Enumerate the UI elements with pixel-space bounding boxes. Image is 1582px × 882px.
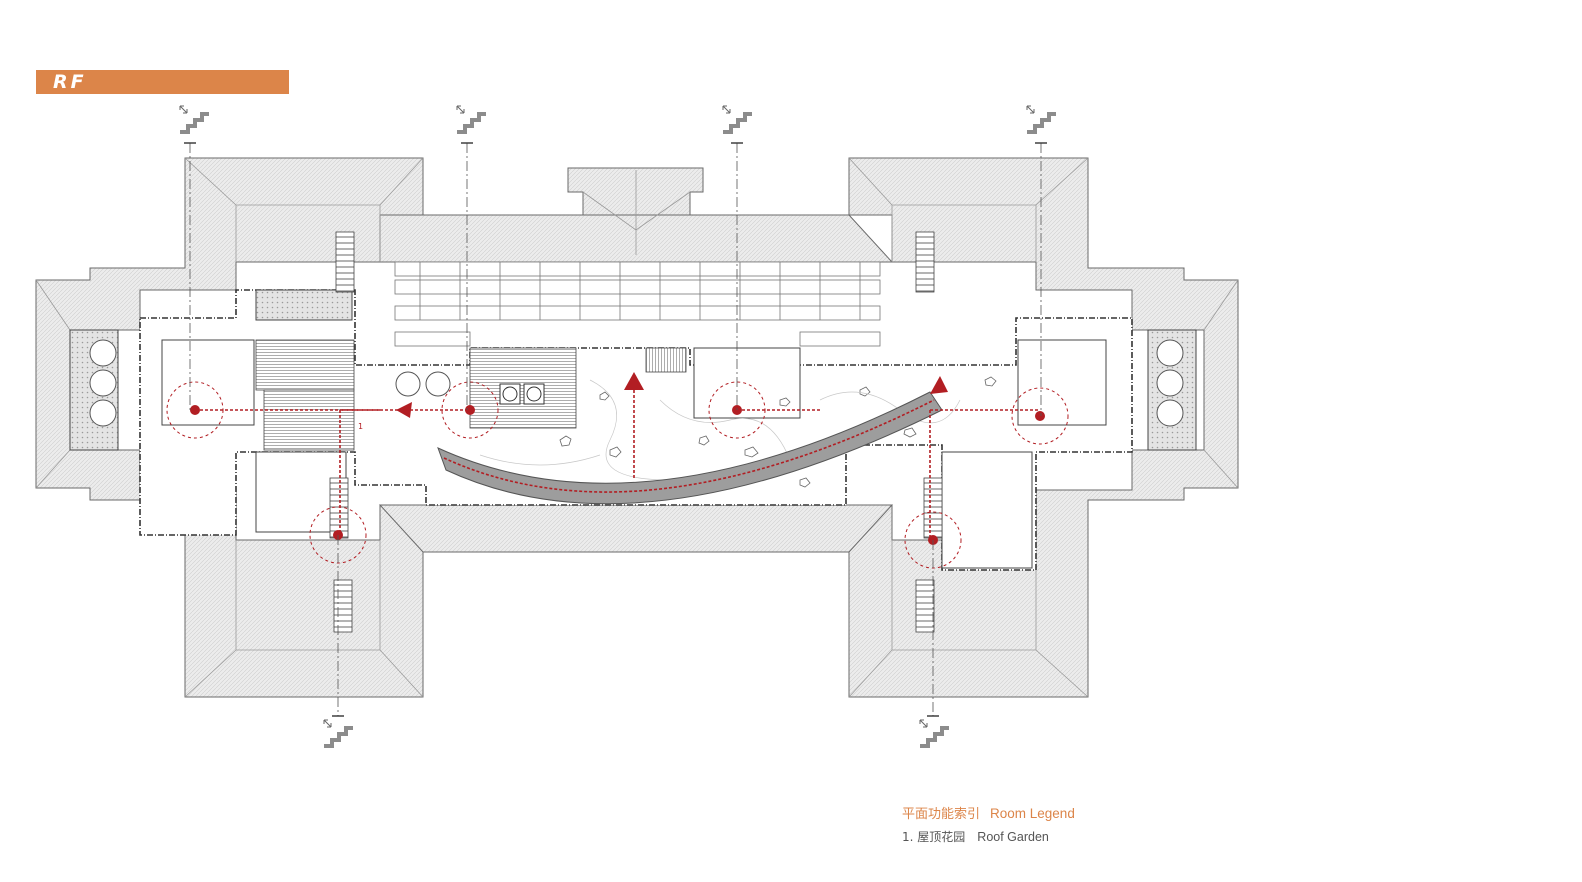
bridge-route (443, 399, 935, 493)
stair-icon-5 (323, 719, 353, 748)
stair-icon-2 (456, 105, 486, 134)
legend-title-en: Room Legend (990, 806, 1075, 821)
legend-item: 1. 屋顶花园 Roof Garden (902, 828, 1049, 845)
solar-panels (394, 261, 881, 347)
level-tag: RF (36, 70, 289, 94)
floor-outline (139, 289, 1133, 571)
roof-hip-lines (35, 157, 1239, 698)
legend-item-en: Roof Garden (977, 830, 1049, 844)
water-tanks (89, 339, 1184, 427)
level-label: RF (53, 71, 87, 93)
circulation-routes (195, 390, 1040, 540)
section-lines (189, 143, 1042, 716)
node-w (166, 381, 224, 439)
route-arrows (396, 372, 948, 418)
node-c1 (441, 381, 499, 439)
legend-title: 平面功能索引 Room Legend (902, 803, 1075, 822)
node-e (1011, 387, 1069, 445)
side-rooms (69, 289, 1197, 569)
garden-contours (479, 379, 961, 481)
garden-rocks (559, 376, 997, 488)
stair-icon-4 (1026, 105, 1056, 134)
stair-icon-3 (722, 105, 752, 134)
legend-title-cn: 平面功能索引 (902, 807, 981, 822)
stair-icon-6 (919, 719, 949, 748)
stair-icon-1 (179, 105, 209, 134)
circulation-number: 1 (358, 422, 363, 431)
legend-item-cn: 屋顶花园 (917, 830, 966, 844)
ac-fans (499, 383, 545, 405)
legend-item-index: 1. (902, 830, 914, 844)
section-ticks (184, 142, 1047, 717)
